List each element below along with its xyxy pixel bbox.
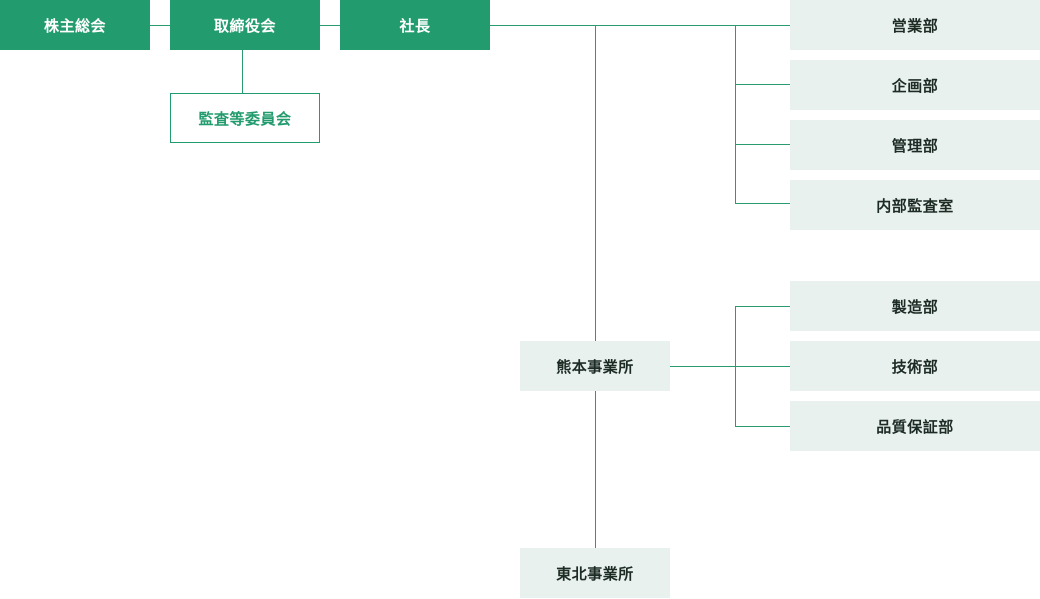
dept-manufacturing-box: 製造部 [790,281,1040,331]
shareholders-box: 株主総会 [0,0,150,50]
tohoku-office-box: 東北事業所 [520,548,670,598]
dept-internal-audit-box: 内部監査室 [790,180,1040,230]
board-box: 取締役会 [170,0,320,50]
audit-committee-box: 監査等委員会 [170,93,320,143]
kumamoto-office-box: 熊本事業所 [520,341,670,391]
dept-sales-box: 営業部 [790,0,1040,50]
dept-planning-box: 企画部 [790,60,1040,110]
president-box: 社長 [340,0,490,50]
dept-quality-assurance-box: 品質保証部 [790,401,1040,451]
dept-engineering-box: 技術部 [790,341,1040,391]
dept-administration-box: 管理部 [790,120,1040,170]
